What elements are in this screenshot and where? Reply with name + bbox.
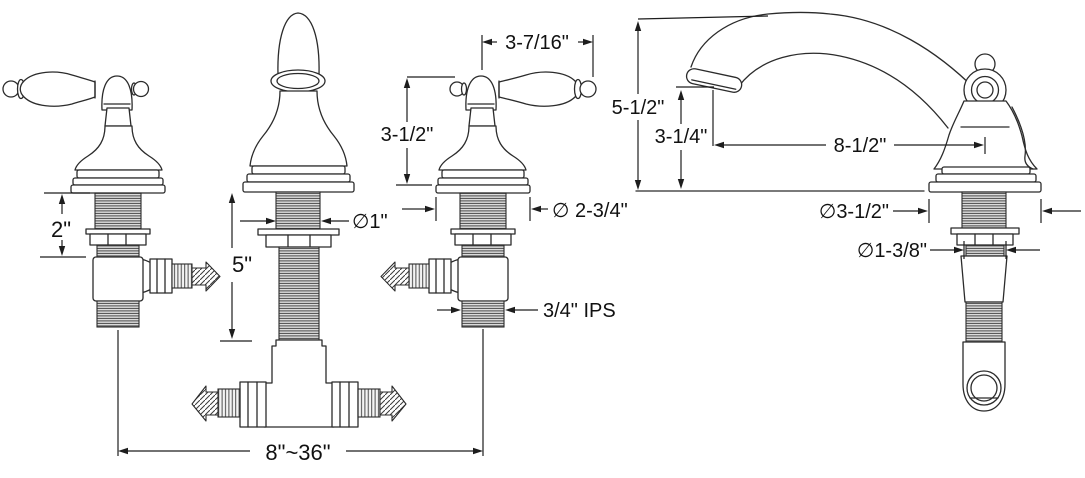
dim-label-2in: 2" <box>51 217 71 242</box>
dim-label-3-1-4: 3-1/4" <box>655 126 708 148</box>
mounting-shank-thread <box>94 192 142 230</box>
spout-view <box>635 11 1042 412</box>
supply-hose <box>217 388 241 418</box>
lever-body <box>19 71 96 107</box>
base-flange <box>435 184 531 194</box>
dim-label-dia-3-1-2: ∅3-1/2" <box>819 201 889 223</box>
valve-inlet-thread <box>461 300 505 328</box>
riser-dome <box>277 12 320 76</box>
supply-flow-arrow <box>380 261 410 292</box>
dim-riser-thread-dia: ∅1" <box>240 211 388 233</box>
supply-flow-arrow <box>191 261 221 292</box>
lever-tip-ball <box>2 80 20 98</box>
base-molding <box>941 166 1031 175</box>
finial-neck <box>460 82 468 96</box>
lock-nut <box>265 234 332 248</box>
spout-inner-curve <box>738 52 949 129</box>
tee-coupling-nut-left <box>239 381 267 428</box>
dim-spout-height: 5-1/2" <box>612 15 769 190</box>
riser-shank-thread <box>275 191 321 230</box>
spout-shank-thread <box>961 191 1007 229</box>
dim-spout-shank-dia: ∅1-3/8" <box>857 240 1040 262</box>
shank-thread-lower <box>965 244 1005 257</box>
valve-inlet-thread <box>96 300 140 328</box>
riser-threaded-rod <box>278 246 320 341</box>
spout-tip <box>685 68 743 93</box>
dim-handle-height: 3-1/2" <box>381 76 455 186</box>
handle-stem <box>468 107 496 127</box>
lock-washer <box>257 228 340 236</box>
base-molding <box>441 169 525 179</box>
spout-tube <box>960 255 1008 303</box>
lock-nut <box>89 233 147 246</box>
base-molding <box>76 169 160 179</box>
spout-bell-base <box>933 100 1038 170</box>
tee-fitting <box>191 339 407 428</box>
riser-bell-base <box>249 90 348 167</box>
dim-label-ips: 3/4" IPS <box>543 300 616 322</box>
handle-stem <box>104 107 132 127</box>
base-molding <box>935 173 1037 183</box>
dim-handle-spread: 8"~36" <box>117 329 484 465</box>
dim-spout-reach: 8-1/2" <box>712 90 986 157</box>
shank-thread-lower <box>461 244 505 258</box>
base-flange <box>242 181 355 193</box>
lever-body <box>498 71 580 107</box>
tee-body <box>263 339 335 428</box>
coupling-nut <box>149 258 173 294</box>
lock-washer <box>85 228 151 235</box>
lock-nut <box>956 233 1014 246</box>
finial-ball <box>132 80 150 98</box>
mounting-shank-thread <box>459 192 507 230</box>
dim-label-dia-2-3-4: ∅ 2-3/4" <box>552 200 628 222</box>
dim-spout-base-dia: ∅3-1/2" <box>819 199 1081 223</box>
left-handle-view <box>2 71 221 328</box>
handle-bell-base <box>438 125 527 171</box>
handle-bell-base <box>74 125 163 171</box>
dim-label-dia-1in: ∅1" <box>352 211 388 233</box>
supply-hose <box>408 263 430 289</box>
dim-label-5-1-2: 5-1/2" <box>612 97 665 119</box>
dim-valve-thread: 3/4" IPS <box>437 300 616 322</box>
supply-flow-arrow <box>191 385 219 422</box>
lock-nut <box>454 233 512 246</box>
supply-hose <box>171 263 193 289</box>
spout-joint-inner <box>976 81 994 99</box>
lock-washer <box>950 227 1020 235</box>
dim-riser-height: 5" <box>220 193 252 342</box>
dim-handle-length: 3-7/16" <box>481 32 594 77</box>
handle-hub <box>465 75 497 111</box>
base-molding <box>437 177 529 186</box>
spout-outer-curve <box>690 11 982 97</box>
base-molding <box>251 165 346 175</box>
lock-washer <box>450 228 516 235</box>
dim-handle-shank-exposed: 2" <box>40 192 90 258</box>
base-molding <box>246 173 351 183</box>
dim-label-8-1-2: 8-1/2" <box>834 135 887 157</box>
shank-thread-lower <box>96 244 140 258</box>
base-molding <box>72 177 164 186</box>
base-flange <box>70 184 166 194</box>
right-handle-view <box>380 71 597 328</box>
tailpiece-outlet <box>966 370 1002 406</box>
dim-label-3-1-2: 3-1/2" <box>381 124 434 146</box>
supply-hose <box>357 388 381 418</box>
center-riser-view <box>242 12 355 341</box>
dim-handle-base-dia: ∅ 2-3/4" <box>402 197 628 222</box>
dim-label-5in: 5" <box>232 252 252 277</box>
dim-label-3-7-16: 3-7/16" <box>505 32 569 54</box>
coupling-nut <box>428 258 452 294</box>
dim-label-spread: 8"~36" <box>265 440 330 465</box>
base-flange <box>928 181 1042 193</box>
valve-body <box>92 256 144 302</box>
tee-coupling-nut-right <box>331 381 359 428</box>
tailpiece-thread <box>965 301 1003 343</box>
dim-label-dia-1-3-8: ∅1-3/8" <box>857 240 927 262</box>
supply-flow-arrow <box>379 385 407 422</box>
valve-body <box>457 256 509 302</box>
dim-spout-outlet-height: 3-1/4" <box>655 86 714 189</box>
handle-hub <box>101 75 133 111</box>
lever-tip-ball <box>579 80 597 98</box>
